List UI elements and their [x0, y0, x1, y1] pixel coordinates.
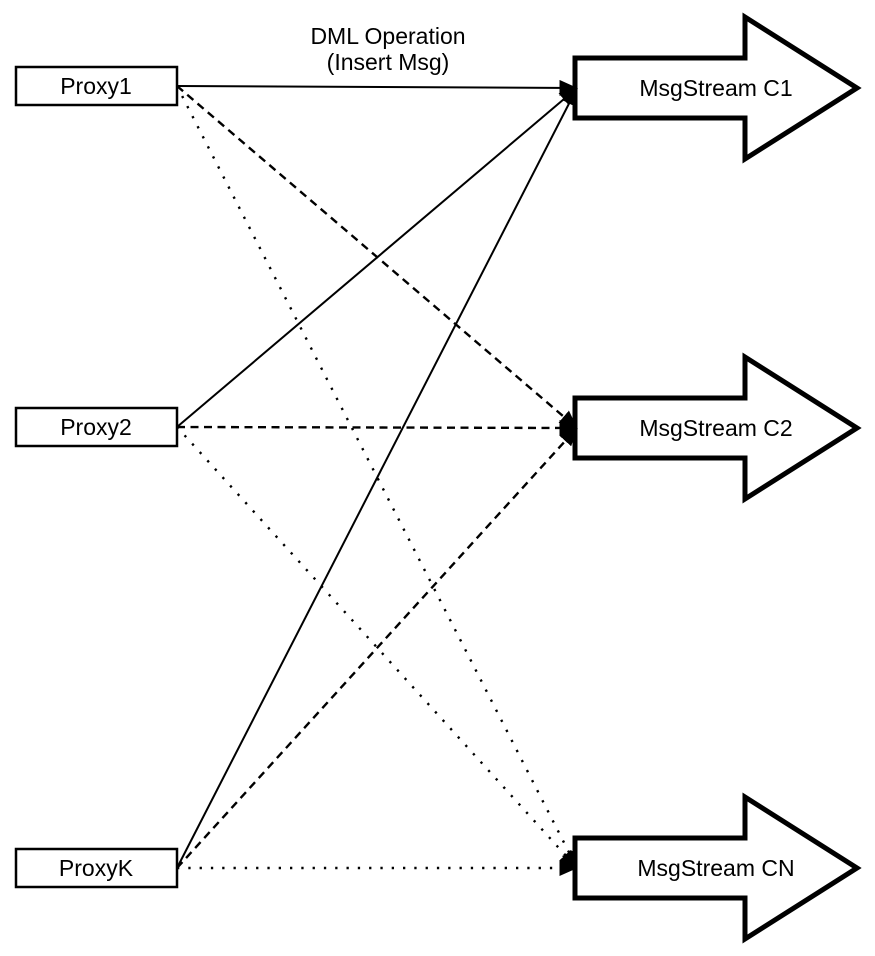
msgstream-cn-label: MsgStream CN — [637, 855, 794, 881]
msgstream-arrows: MsgStream C1 MsgStream C2 MsgStream CN — [572, 12, 862, 944]
msgstream-cn-arrow — [572, 792, 862, 944]
msgstream-c1-arrow — [572, 12, 862, 164]
msgstream-c2-arrow — [572, 352, 862, 504]
proxy-boxes: Proxy1 Proxy2 ProxyK — [14, 65, 179, 889]
proxy2-label: Proxy2 — [60, 414, 132, 440]
connection-proxyk-to-msgstream-c1 — [176, 87, 578, 869]
proxy1-box — [14, 65, 179, 107]
connection-proxy1-to-msgstream-c1 — [176, 79, 578, 96]
diagram-title: DML Operation (Insert Msg) — [310, 23, 465, 75]
proxy1-label: Proxy1 — [60, 73, 132, 99]
connection-proxy2-to-msgstream-c2 — [176, 419, 578, 436]
title-line-2: (Insert Msg) — [327, 49, 450, 75]
title-line-1: DML Operation — [310, 23, 465, 49]
connection-proxyk-to-msgstream-c2 — [176, 427, 578, 869]
proxyk-label: ProxyK — [59, 855, 134, 881]
msgstream-c2-label: MsgStream C2 — [639, 415, 792, 441]
connection-lines — [175, 79, 579, 876]
msgstream-c1-label: MsgStream C1 — [639, 75, 792, 101]
connection-proxy2-to-msgstream-c1 — [176, 87, 578, 428]
